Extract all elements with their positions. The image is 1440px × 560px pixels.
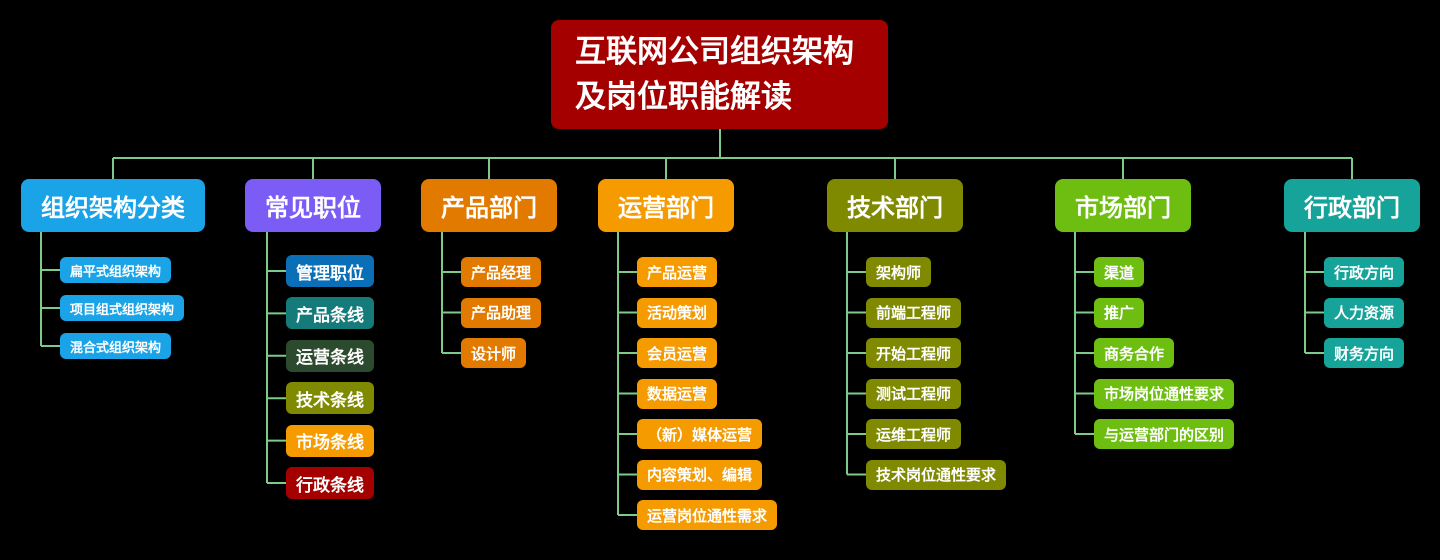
leaf-item: （新）媒体运营 [637,419,763,449]
leaf-item: 技术岗位通性要求 [866,459,1007,490]
leaf-item: 财务方向 [1324,338,1405,368]
leaf-item: 市场岗位通性要求 [1094,378,1235,409]
leaf-item: 行政方向 [1324,257,1405,287]
leaf-item: 测试工程师 [866,378,962,409]
root-title-box: 互联网公司组织架构 及岗位职能解读 [551,20,888,129]
leaf-item: 市场条线 [286,424,374,457]
category-4: 运营部门 [598,179,734,232]
leaf-item: 运营条线 [286,339,374,372]
leaf-item: 产品助理 [461,297,542,328]
category-2: 常见职位 [245,179,381,232]
leaf-item: 扁平式组织架构 [60,257,172,283]
leaf-item: 人力资源 [1324,297,1405,328]
leaf-item: 产品运营 [637,257,718,287]
leaf-item: 设计师 [461,338,527,368]
leaf-item: 产品条线 [286,297,374,330]
leaf-item: 活动策划 [637,297,718,328]
category-3: 产品部门 [421,179,557,232]
leaf-item: 数据运营 [637,378,718,409]
leaf-item: 内容策划、编辑 [637,459,763,490]
leaf-item: 商务合作 [1094,338,1175,368]
leaf-item: 会员运营 [637,338,718,368]
leaf-item: 混合式组织架构 [60,333,172,359]
title-line-2: 及岗位职能解读 [575,78,792,115]
leaf-item: 产品经理 [461,257,542,287]
leaf-item: 行政条线 [286,467,374,499]
leaf-item: 运营岗位通性需求 [637,500,778,530]
leaf-item: 渠道 [1094,257,1145,287]
category-7: 行政部门 [1284,179,1420,232]
title-line-1: 互联网公司组织架构 [575,33,854,70]
leaf-item: 与运营部门的区别 [1094,419,1235,449]
leaf-item: 管理职位 [286,255,374,287]
leaf-item: 前端工程师 [866,297,962,328]
category-5: 技术部门 [827,179,963,232]
category-6: 市场部门 [1055,179,1191,232]
leaf-item: 架构师 [866,257,932,287]
leaf-item: 技术条线 [286,382,374,415]
leaf-item: 推广 [1094,297,1145,328]
leaf-item: 运维工程师 [866,419,962,449]
leaf-item: 项目组式组织架构 [60,295,185,321]
category-1: 组织架构分类 [21,179,205,232]
leaf-item: 开始工程师 [866,338,962,368]
